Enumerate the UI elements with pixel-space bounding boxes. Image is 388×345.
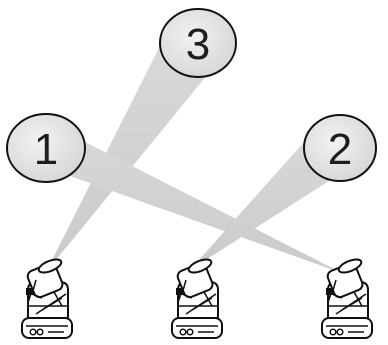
spot-2-label: 2 <box>328 125 352 174</box>
beam-to-spot-1 <box>38 118 342 273</box>
spot-2: 2 <box>303 114 377 182</box>
moving-head-fixture-icon <box>171 255 223 339</box>
moving-head-fixture-icon <box>21 255 73 339</box>
spot-1: 1 <box>6 113 86 183</box>
spot-3-label: 3 <box>186 20 210 69</box>
spot-3: 3 <box>159 8 237 78</box>
spot-1-label: 1 <box>34 125 58 174</box>
moving-head-fixture-icon <box>321 255 373 339</box>
beam-to-spot-3 <box>46 28 226 272</box>
